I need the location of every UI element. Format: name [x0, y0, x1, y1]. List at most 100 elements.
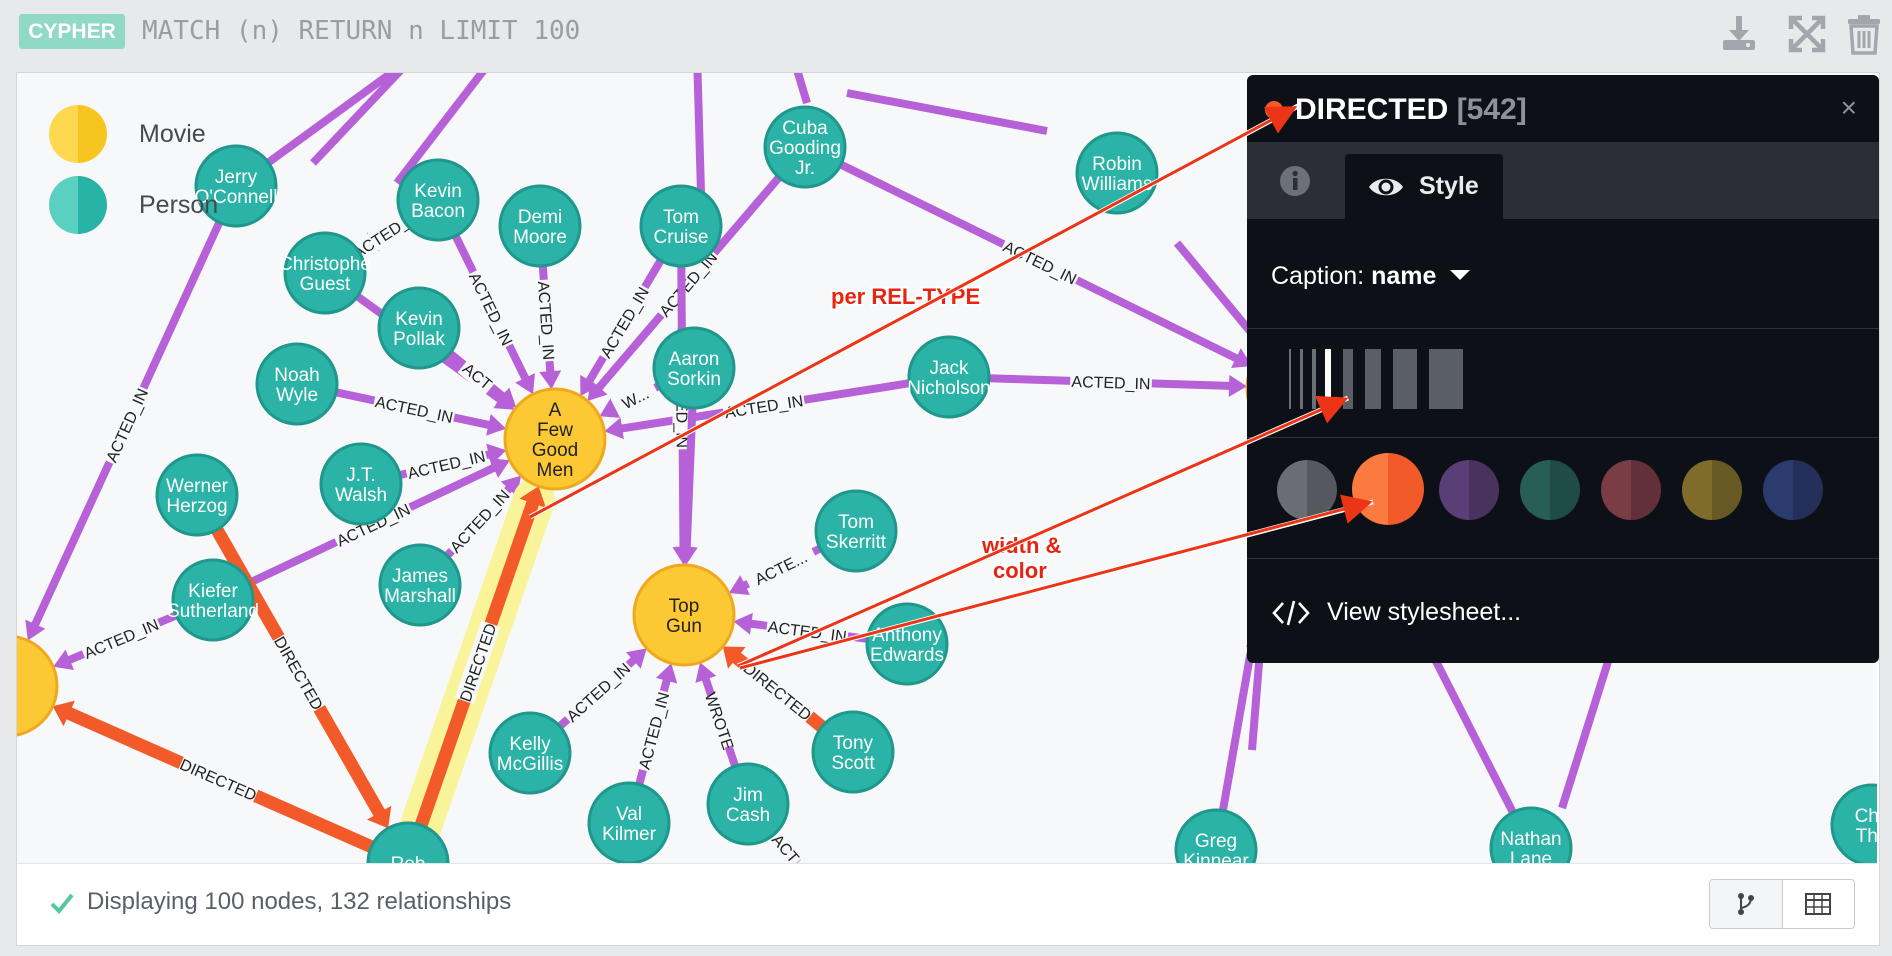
relationship-edge[interactable]: [393, 73, 497, 186]
relationship-label: W...: [610, 378, 660, 418]
color-option[interactable]: [1277, 460, 1337, 520]
table-view-button[interactable]: [1782, 880, 1854, 928]
relationship-edge[interactable]: [846, 89, 1048, 135]
relationship-type: DIRECTED: [1295, 93, 1449, 126]
color-option[interactable]: [1763, 460, 1823, 520]
relationship-arrowhead: [695, 662, 717, 683]
tab-style[interactable]: Style: [1345, 154, 1503, 219]
relationship-label-bg: [457, 356, 498, 395]
relationship-arrowhead: [604, 417, 624, 440]
table-view-icon: [1805, 893, 1831, 915]
legend-movie[interactable]: Movie: [49, 105, 249, 165]
caret-down-icon: [1450, 270, 1471, 281]
node-caption: Wyle: [276, 385, 318, 406]
node-rob[interactable]: Rob: [366, 821, 450, 863]
view-stylesheet-label: View stylesheet...: [1327, 598, 1522, 626]
relationship-label-text: DIRECTED: [177, 756, 259, 805]
node-circle: [378, 543, 462, 627]
close-icon[interactable]: ×: [1840, 92, 1857, 123]
relationship-arrowhead: [367, 805, 392, 829]
relationship-label-text: ACTE...: [753, 549, 811, 589]
relationship-label-text: ACTED_IN: [767, 619, 848, 646]
node-caption: The: [1856, 826, 1877, 847]
fullscreen-icon[interactable]: [1785, 12, 1829, 56]
relationship-label-bg: [464, 267, 519, 350]
query-text[interactable]: MATCH (n) RETURN n LIMIT 100: [142, 16, 581, 46]
color-option[interactable]: [1352, 453, 1424, 525]
relationship-label-text: DIRECTED: [270, 634, 325, 713]
node-caption: Rob: [391, 854, 426, 863]
relationship-label-bg: [561, 657, 636, 727]
width-option[interactable]: [1300, 349, 1303, 409]
tab-info[interactable]: [1247, 142, 1342, 219]
node-caption: Tom: [663, 207, 699, 228]
relationship-arrowhead: [675, 546, 698, 566]
node-caption: Walsh: [335, 485, 387, 506]
width-option[interactable]: [1393, 349, 1417, 409]
width-option[interactable]: [1312, 349, 1316, 409]
width-option[interactable]: [1325, 349, 1331, 409]
node-jt[interactable]: J.T.Walsh: [319, 442, 403, 526]
node-caption: Jerry: [215, 167, 258, 188]
node-cha[interactable]: ChaThe: [1830, 783, 1877, 863]
trash-icon[interactable]: [1842, 12, 1886, 56]
relationship-label-bg: [739, 657, 816, 725]
color-option[interactable]: [1520, 460, 1580, 520]
relationship-label-text: ACTED_IN: [637, 691, 674, 772]
color-option[interactable]: [1601, 460, 1661, 520]
node-caption: Bacon: [411, 201, 465, 222]
width-option[interactable]: [1289, 349, 1291, 409]
width-option[interactable]: [1343, 349, 1353, 409]
relationship-arrowhead: [495, 387, 517, 408]
relationship-color-dot: [1265, 101, 1283, 119]
relationship-label-bg: [633, 688, 674, 773]
relationship-label-bg: [100, 383, 153, 467]
node-leftmovie[interactable]: d: [17, 635, 59, 737]
relationship-edge[interactable]: [792, 73, 811, 105]
divider: [1247, 328, 1879, 329]
node-circle: [811, 710, 895, 794]
node-caption: Gun: [666, 616, 702, 637]
node-caption: Werner: [166, 476, 229, 497]
color-option[interactable]: [1439, 460, 1499, 520]
width-option[interactable]: [1429, 349, 1463, 409]
color-option[interactable]: [1682, 460, 1742, 520]
caption-selector[interactable]: Caption: name: [1271, 259, 1471, 293]
relationship-label-text: ACTED_IN: [465, 270, 515, 349]
graph-view-button[interactable]: [1710, 880, 1783, 928]
node-circle: [171, 558, 255, 642]
download-icon[interactable]: [1717, 12, 1761, 56]
legend-person[interactable]: Person: [49, 176, 249, 236]
relationship-edge[interactable]: [310, 73, 417, 166]
relationship-label: DIRECTED: [739, 657, 816, 725]
width-option[interactable]: [1365, 349, 1381, 409]
node-caption: Greg: [1195, 831, 1237, 852]
relationship-edge[interactable]: [693, 73, 705, 194]
relationship-edge[interactable]: [265, 73, 397, 166]
node-circle: [1830, 783, 1877, 863]
